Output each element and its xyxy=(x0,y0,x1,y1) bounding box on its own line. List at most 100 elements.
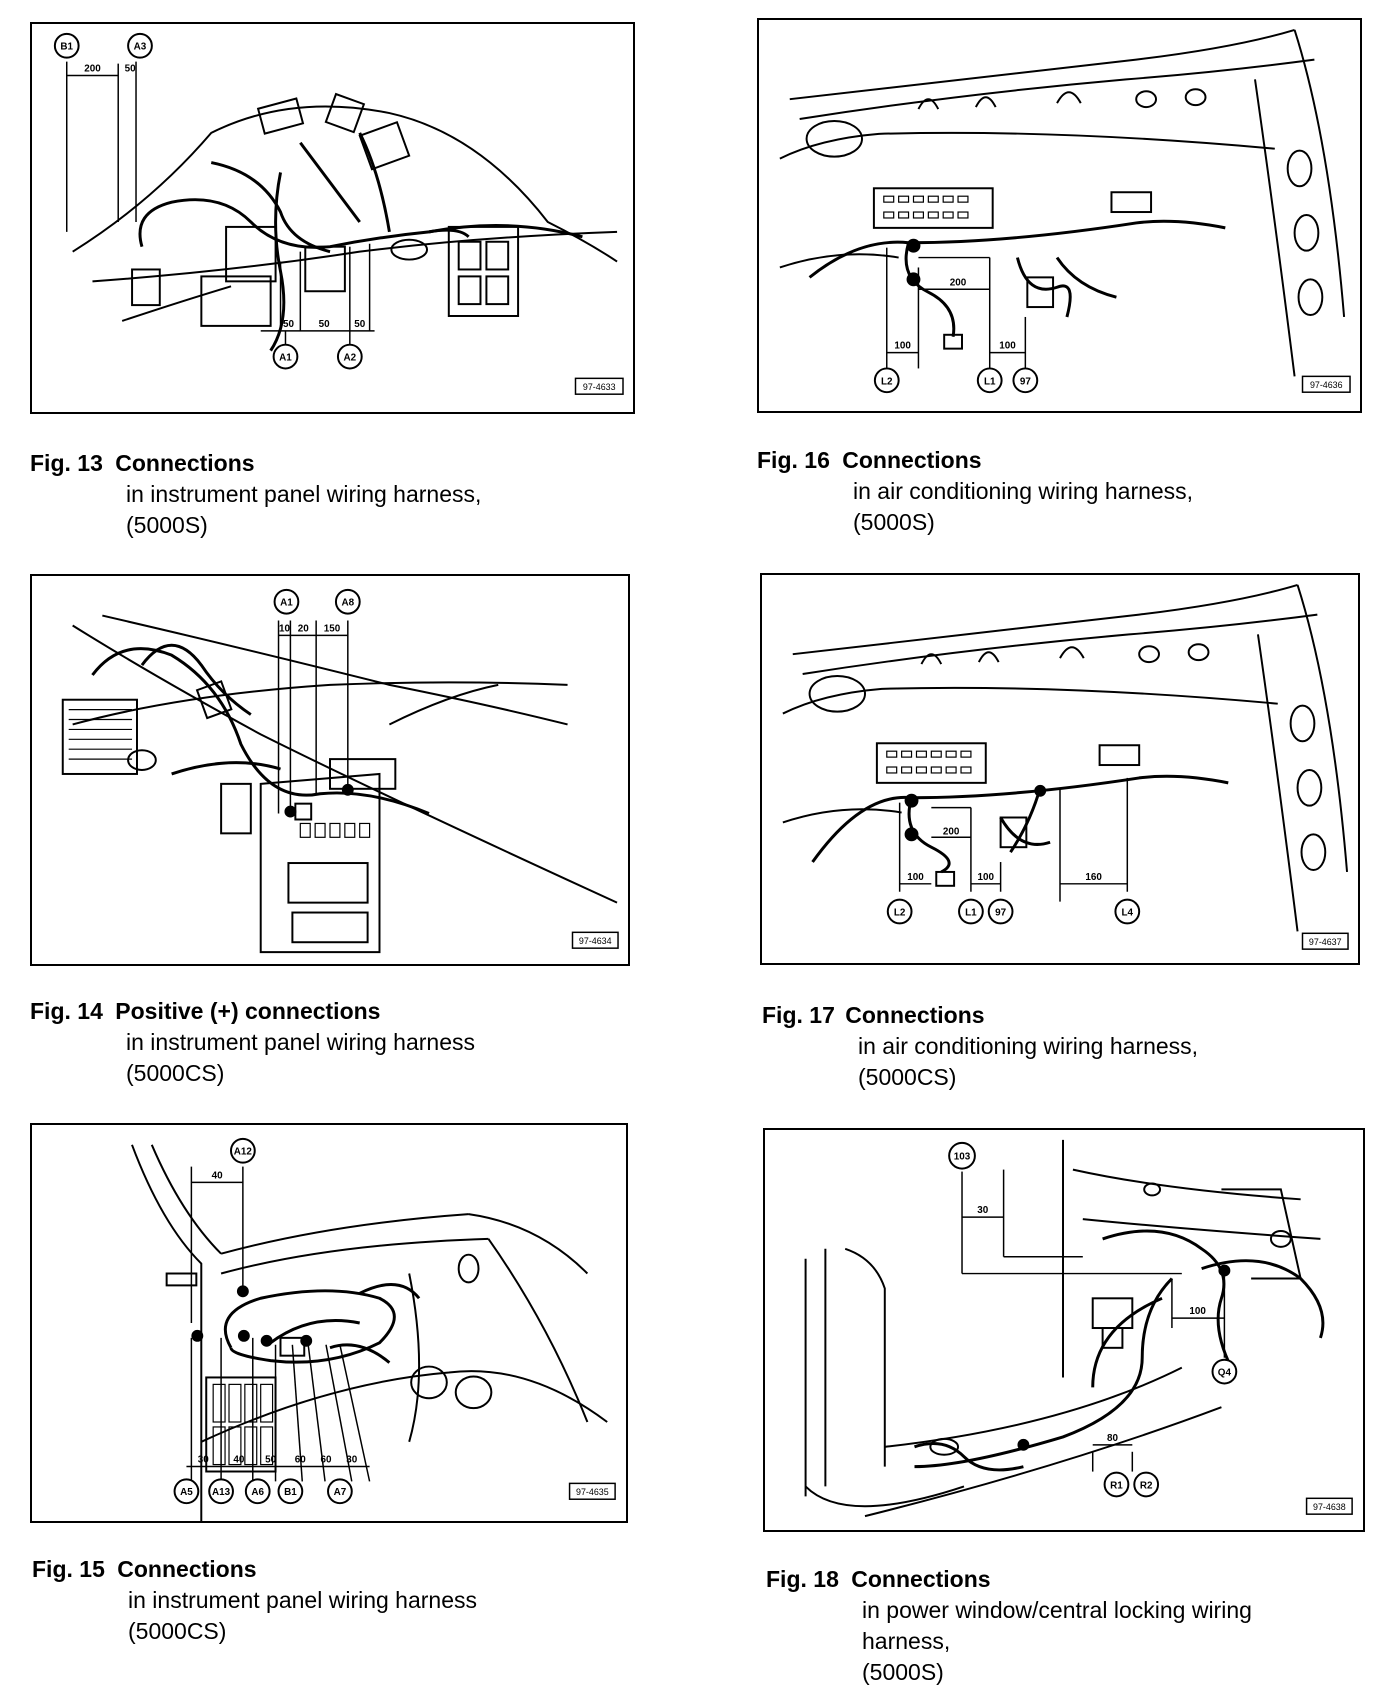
figure-18-caption: Fig. 18 Connections in power window/cent… xyxy=(766,1564,1386,1688)
fig-label: Fig. xyxy=(766,1566,807,1592)
fig-label: Fig. xyxy=(30,450,71,476)
dimension-label: 150 xyxy=(324,623,341,634)
dimension-label: 80 xyxy=(1107,1433,1118,1444)
callout-a5 xyxy=(173,1478,200,1505)
callout-l1 xyxy=(958,898,984,925)
callout-label: A13 xyxy=(212,1487,231,1498)
figure-17-diagram: L2 L1 97 L4 200 100 100 160 97-4637 xyxy=(760,573,1360,965)
callout-a8 xyxy=(334,588,361,615)
figure-15-drawing: A12 A5 A13 A6 B1 A7 40 30 40 50 60 60 30… xyxy=(131,1137,616,1521)
dimension-label: 30 xyxy=(198,1455,209,1466)
dimension-label: 50 xyxy=(125,64,136,75)
dimension-label: 40 xyxy=(212,1170,223,1181)
figure-ref-number: 97-4638 xyxy=(1313,1502,1346,1512)
fig-title: Connections xyxy=(115,450,255,476)
callout-a1 xyxy=(273,588,300,615)
figure-13-diagram: B1 A3 A1 A2 200 50 50 50 50 97-4633 xyxy=(30,22,635,414)
callout-label: A8 xyxy=(342,598,355,609)
dimension-label: 60 xyxy=(321,1455,332,1466)
callout-l2 xyxy=(873,367,900,394)
callout-label: L4 xyxy=(1122,907,1134,918)
figure-18-drawing: 103 Q4 R1 R2 30 100 80 97-4638 xyxy=(804,1139,1353,1518)
figure-13-drawing: B1 A3 A1 A2 200 50 50 50 50 97-4633 xyxy=(53,32,624,395)
figure-18-diagram: 103 Q4 R1 R2 30 100 80 97-4638 xyxy=(763,1128,1365,1532)
figure-ref-number: 97-4634 xyxy=(579,936,612,946)
fig-number: 15 xyxy=(79,1556,105,1582)
caption-line: in instrument panel wiring harness xyxy=(128,1587,478,1613)
fig-number: 14 xyxy=(77,998,103,1024)
caption-line: in instrument panel wiring harness xyxy=(126,1029,476,1055)
dimension-label: 30 xyxy=(977,1205,988,1216)
dimension-label: 100 xyxy=(1189,1306,1206,1317)
figure-16-drawing: L2 L1 97 200 100 100 97-4636 xyxy=(779,28,1351,394)
dimension-label: 30 xyxy=(346,1455,357,1466)
callout-label: 97 xyxy=(1020,376,1031,387)
dimension-label: 200 xyxy=(84,64,101,75)
callout-a6 xyxy=(244,1478,271,1505)
figure-ref-number: 97-4635 xyxy=(576,1487,609,1497)
callout-label: A3 xyxy=(134,42,147,53)
fig-label: Fig. xyxy=(762,1002,803,1028)
callout-label: B1 xyxy=(284,1487,297,1498)
dimension-label: 50 xyxy=(265,1455,276,1466)
figure-13-caption: Fig. 13 Connections in instrument panel … xyxy=(30,448,650,541)
caption-line: in air conditioning wiring harness, xyxy=(853,478,1194,504)
dimension-label: 10 xyxy=(279,623,290,634)
dimension-label: 60 xyxy=(295,1455,306,1466)
figure-ref-number: 97-4636 xyxy=(1310,380,1343,390)
callout-label: L1 xyxy=(965,907,977,918)
caption-line: (5000S) xyxy=(853,509,935,535)
caption-line: in air conditioning wiring harness, xyxy=(858,1033,1199,1059)
figure-17-caption: Fig. 17 Connections in air conditioning … xyxy=(762,1000,1382,1093)
figure-ref-number: 97-4637 xyxy=(1309,937,1342,947)
callout-label: A12 xyxy=(234,1147,253,1158)
callout-l2 xyxy=(886,898,913,925)
dimension-label: 100 xyxy=(894,341,911,352)
figure-14-diagram: A1 A8 10 20 150 97-4634 xyxy=(30,574,630,966)
callout-label: L2 xyxy=(881,376,893,387)
callout-label: R2 xyxy=(1140,1480,1153,1491)
fig-title: Positive (+) connections xyxy=(115,998,381,1024)
dimension-label: 100 xyxy=(907,872,924,883)
caption-line: (5000S) xyxy=(862,1659,944,1685)
dimension-label: 20 xyxy=(298,623,309,634)
fig-number: 18 xyxy=(813,1566,839,1592)
caption-line: (5000CS) xyxy=(858,1064,957,1090)
callout-label: A6 xyxy=(251,1487,264,1498)
caption-line: (5000CS) xyxy=(126,1060,225,1086)
fig-number: 16 xyxy=(804,447,830,473)
callout-b1 xyxy=(53,32,80,59)
figure-ref-number: 97-4633 xyxy=(583,382,616,392)
fig-label: Fig. xyxy=(30,998,71,1024)
figure-17-drawing: L2 L1 97 L4 200 100 100 160 97-4637 xyxy=(782,583,1349,950)
callout-b1 xyxy=(277,1478,304,1505)
dimension-label: 50 xyxy=(354,319,365,330)
fig-number: 17 xyxy=(809,1002,835,1028)
figure-15-diagram: A12 A5 A13 A6 B1 A7 40 30 40 50 60 60 30… xyxy=(30,1123,628,1523)
callout-label: 103 xyxy=(954,1152,971,1163)
callout-q4 xyxy=(1211,1358,1238,1385)
callout-label: 97 xyxy=(995,907,1006,918)
callout-97 xyxy=(987,898,1014,925)
callout-a12 xyxy=(230,1137,256,1164)
callout-label: A2 xyxy=(344,353,357,364)
fig-title: Connections xyxy=(842,447,982,473)
caption-line: harness, xyxy=(862,1628,951,1654)
dimension-label: 100 xyxy=(978,872,995,883)
dimension-label: 200 xyxy=(950,277,967,288)
callout-label: L2 xyxy=(894,907,906,918)
figure-15-caption: Fig. 15 Connections in instrument panel … xyxy=(32,1554,652,1647)
dimension-label: 100 xyxy=(999,341,1016,352)
callout-r1 xyxy=(1103,1471,1130,1498)
figure-16-caption: Fig. 16 Connections in air conditioning … xyxy=(757,445,1377,538)
callout-a2 xyxy=(336,343,363,370)
callout-a1 xyxy=(272,343,299,370)
caption-line: (5000S) xyxy=(126,512,208,538)
callout-label: Q4 xyxy=(1218,1368,1232,1379)
callout-label: A1 xyxy=(280,598,293,609)
caption-line: in power window/central locking wiring xyxy=(862,1597,1252,1623)
fig-number: 13 xyxy=(77,450,103,476)
callout-97 xyxy=(1012,367,1039,394)
callout-label: B1 xyxy=(60,42,73,53)
fig-title: Connections xyxy=(845,1002,985,1028)
